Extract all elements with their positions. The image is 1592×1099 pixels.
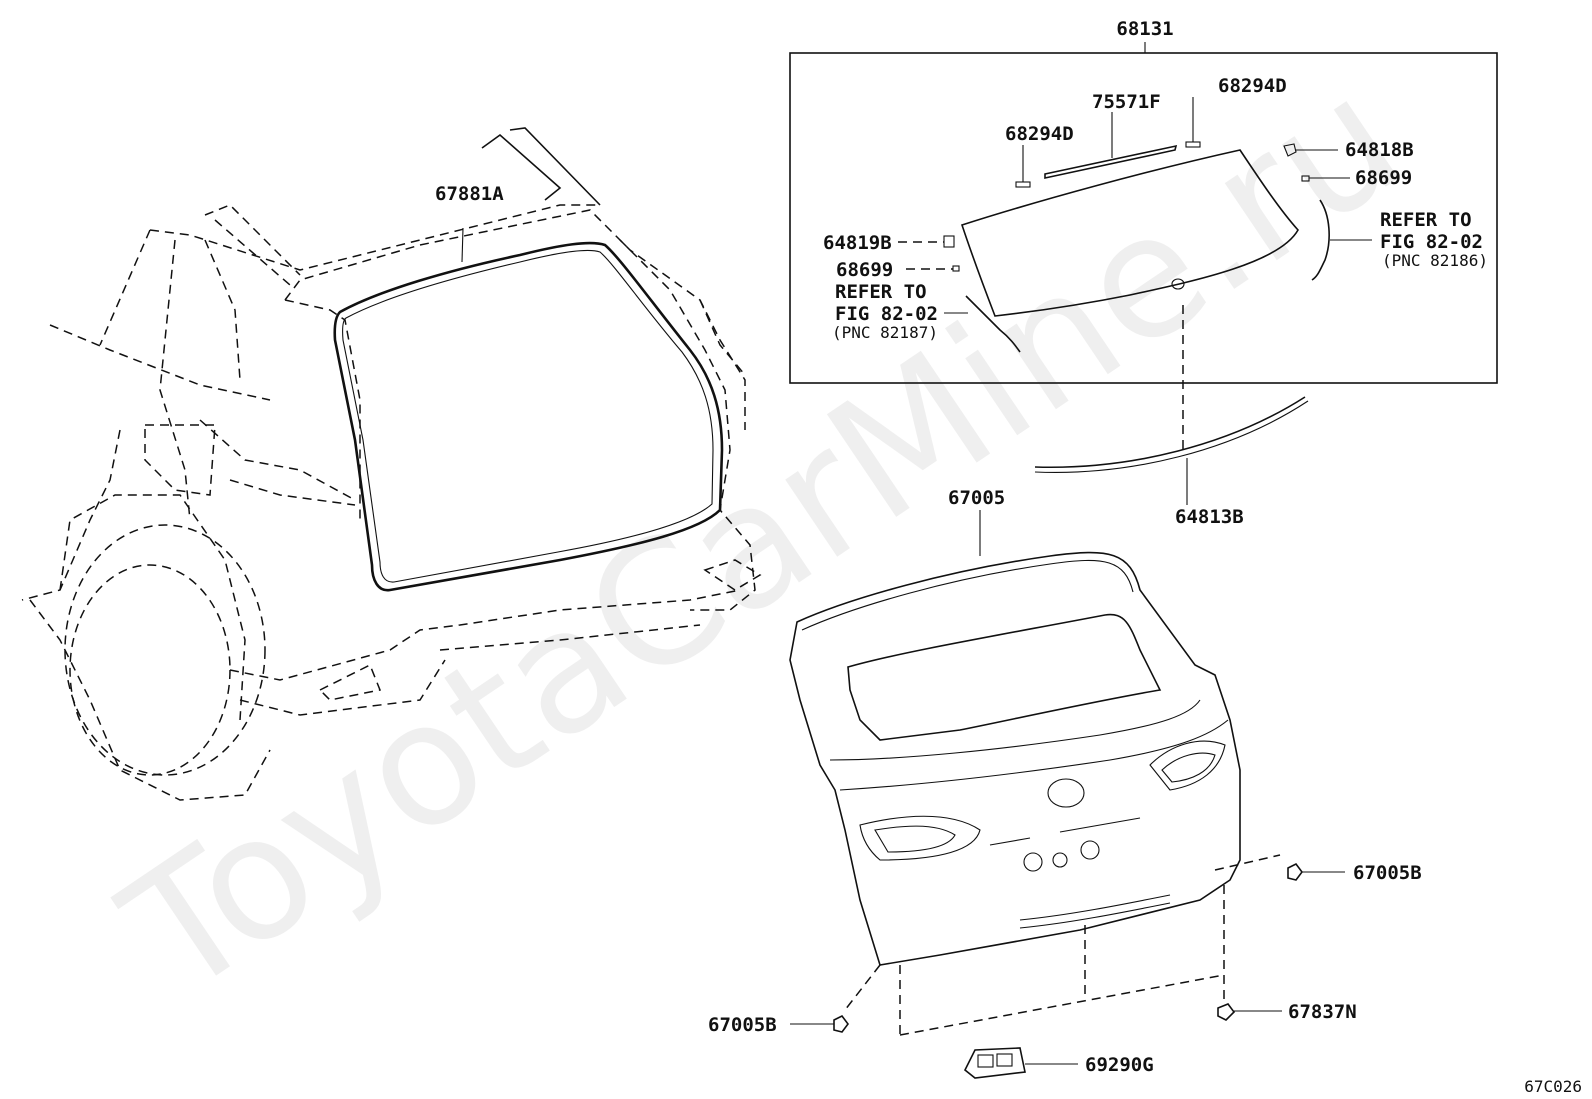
glass-group-frame [789, 52, 1498, 384]
label-67005B-right: 67005B [1353, 862, 1422, 884]
back-door-panel-67005 [789, 510, 1281, 1036]
weatherstrip-67881A [333, 227, 724, 592]
label-67005B-left: 67005B [708, 1014, 777, 1036]
label-68699-left: 68699 [836, 259, 893, 281]
clip-68294D-left [1015, 181, 1031, 188]
lamp-recess-left [859, 815, 981, 861]
stopper-64819B [943, 235, 955, 248]
defogger-wire-right [1311, 199, 1330, 281]
label-64819B: 64819B [823, 232, 892, 254]
molding-75571F [1044, 144, 1178, 179]
svg-text:(PNC 82187): (PNC 82187) [832, 323, 938, 342]
vehicle-outline [21, 127, 762, 801]
watermark: ToyotaCarMine.ru [91, 39, 1434, 1034]
handle-bracket-69290G [963, 1047, 1078, 1079]
label-67005: 67005 [948, 487, 1005, 509]
svg-text:FIG 82-02: FIG 82-02 [1380, 231, 1483, 253]
label-68294D-right: 68294D [1218, 75, 1287, 97]
svg-text:REFER TO: REFER TO [1380, 209, 1472, 231]
label-68294D-left: 68294D [1005, 123, 1074, 145]
label-67881A: 67881A [435, 183, 504, 205]
bolt-67005B-right [1287, 862, 1345, 881]
svg-text:(PNC 82186): (PNC 82186) [1382, 251, 1488, 270]
label-68131: 68131 [1116, 18, 1173, 40]
stopper-64818B [1283, 143, 1297, 157]
label-64813B: 64813B [1175, 506, 1244, 528]
label-75571F: 75571F [1092, 91, 1161, 113]
nut-clip-67837N [1217, 1003, 1282, 1021]
pad-68699-left [952, 265, 960, 272]
lamp-recess-right [1149, 740, 1226, 791]
emblem-mount [1047, 778, 1085, 808]
figure-code: 67C026 [1524, 1077, 1582, 1096]
back-door-glass [960, 149, 1299, 317]
label-68699-right: 68699 [1355, 167, 1412, 189]
door-window-opening [847, 613, 1162, 741]
svg-text:FIG 82-02: FIG 82-02 [835, 303, 938, 325]
bolt-67005B-left [790, 1014, 849, 1033]
svg-text:REFER TO: REFER TO [835, 281, 927, 303]
label-64818B: 64818B [1345, 139, 1414, 161]
defogger-wire-left [965, 295, 1021, 353]
note-right: REFER TO FIG 82-02 (PNC 82186) [1380, 209, 1488, 270]
note-left: REFER TO FIG 82-02 (PNC 82187) [832, 281, 938, 342]
label-69290G: 69290G [1085, 1054, 1154, 1076]
glass-subassy-group [789, 42, 1498, 455]
label-67837N: 67837N [1288, 1001, 1357, 1023]
molding-64813B [1034, 396, 1309, 505]
